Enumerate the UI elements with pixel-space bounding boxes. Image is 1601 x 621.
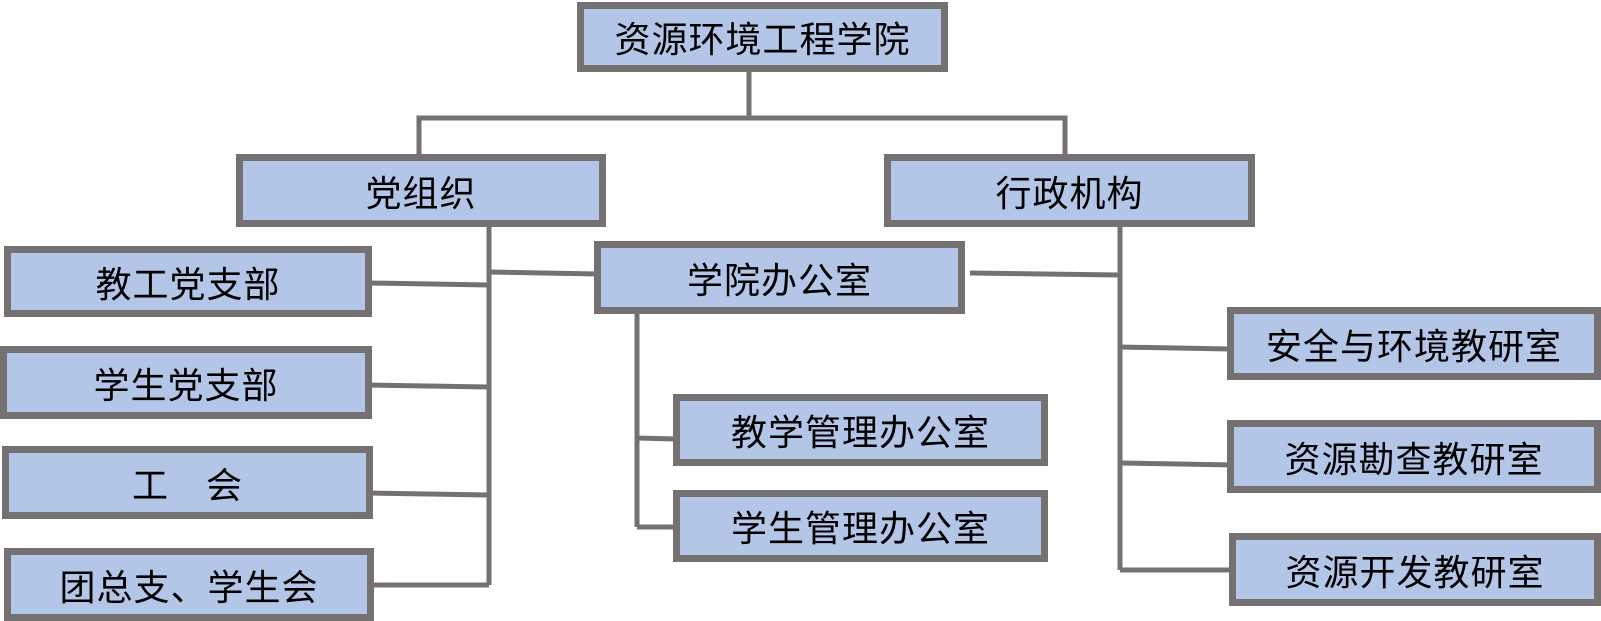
- box-college-office: 学院办公室: [594, 241, 965, 314]
- conn-jiaogong: [369, 280, 490, 288]
- box-student-party-branch: 学生党支部: [0, 346, 372, 419]
- box-safety-environment-lab: 安全与环境教研室: [1227, 307, 1601, 380]
- branch-bar: [416, 115, 1068, 157]
- conn-gonghui: [365, 490, 490, 498]
- conn-jiaoxue: [636, 435, 676, 442]
- box-resource-exploration-lab: 资源勘查教研室: [1227, 420, 1601, 493]
- box-faculty-party-branch: 教工党支部: [4, 246, 372, 317]
- office-to-admin: [969, 270, 1121, 278]
- box-labor-union: 工 会: [2, 446, 373, 519]
- party-to-office: [488, 269, 599, 277]
- box-teaching-management-office: 教学管理办公室: [673, 394, 1048, 466]
- box-resource-development-lab: 资源开发教研室: [1229, 533, 1601, 606]
- box-student-management-office: 学生管理办公室: [673, 490, 1048, 562]
- root-box-college: 资源环境工程学院: [577, 2, 948, 72]
- branch-box-administration: 行政机构: [884, 154, 1255, 227]
- branch-box-party-organization: 党组织: [236, 154, 606, 227]
- conn-xuesheng-dang: [365, 382, 490, 390]
- box-youth-league-student-union: 团总支、学生会: [4, 548, 374, 621]
- conn-kancha: [1119, 460, 1235, 468]
- conn-anquan: [1119, 344, 1230, 352]
